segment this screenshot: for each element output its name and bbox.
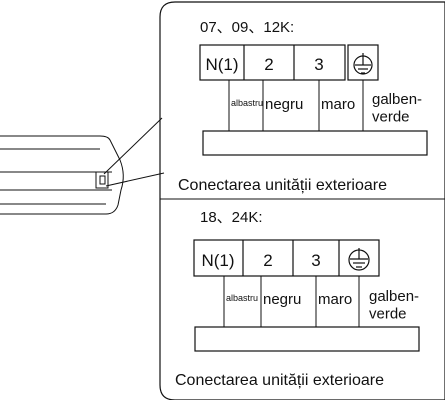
text-line: galben-	[372, 91, 422, 108]
terminal-label: 2	[264, 55, 273, 74]
terminal-label: 2	[263, 251, 272, 270]
wire-label: negru	[265, 96, 303, 113]
wire-label: maro	[321, 96, 355, 113]
ground-wire-label: galben-verde	[372, 91, 422, 125]
text-line: verde	[372, 108, 410, 125]
ground-wire-label: galben-verde	[369, 288, 419, 322]
terminal-label: N(1)	[205, 55, 238, 74]
wires	[223, 276, 360, 327]
wires	[228, 80, 364, 131]
panel-07-09-12k: 07、09、12K: N(1) 2 3 albastru ne	[178, 19, 428, 194]
outdoor-unit-sketch	[0, 117, 165, 215]
panel-header: 18、24K:	[200, 209, 263, 226]
wire-label: albastru	[226, 293, 258, 303]
caption: Conectarea unității exterioare	[175, 372, 384, 389]
ground-icon	[348, 248, 370, 271]
terminal-block	[193, 239, 380, 277]
wire-label: albastru	[231, 98, 263, 108]
panel-18-24k: 18、24K: N(1) 2 3 albastru negru	[175, 209, 420, 389]
panel-frame	[159, 1, 445, 400]
ground-terminal	[347, 44, 379, 81]
ground-icon	[353, 53, 373, 75]
caption: Conectarea unității exterioare	[178, 177, 387, 194]
terminal-label: 3	[311, 251, 320, 270]
terminal-block	[199, 44, 346, 81]
text-line: verde	[369, 305, 407, 322]
wire-label: negru	[263, 291, 301, 308]
connector-strip	[202, 130, 428, 156]
terminal-label: N(1)	[201, 251, 234, 270]
connector-strip	[194, 326, 420, 352]
wire-label: maro	[318, 291, 352, 308]
ground-terminal	[348, 248, 370, 271]
text-line: galben-	[369, 288, 419, 305]
terminal-label: 3	[314, 55, 323, 74]
panel-header: 07、09、12K:	[200, 19, 294, 36]
